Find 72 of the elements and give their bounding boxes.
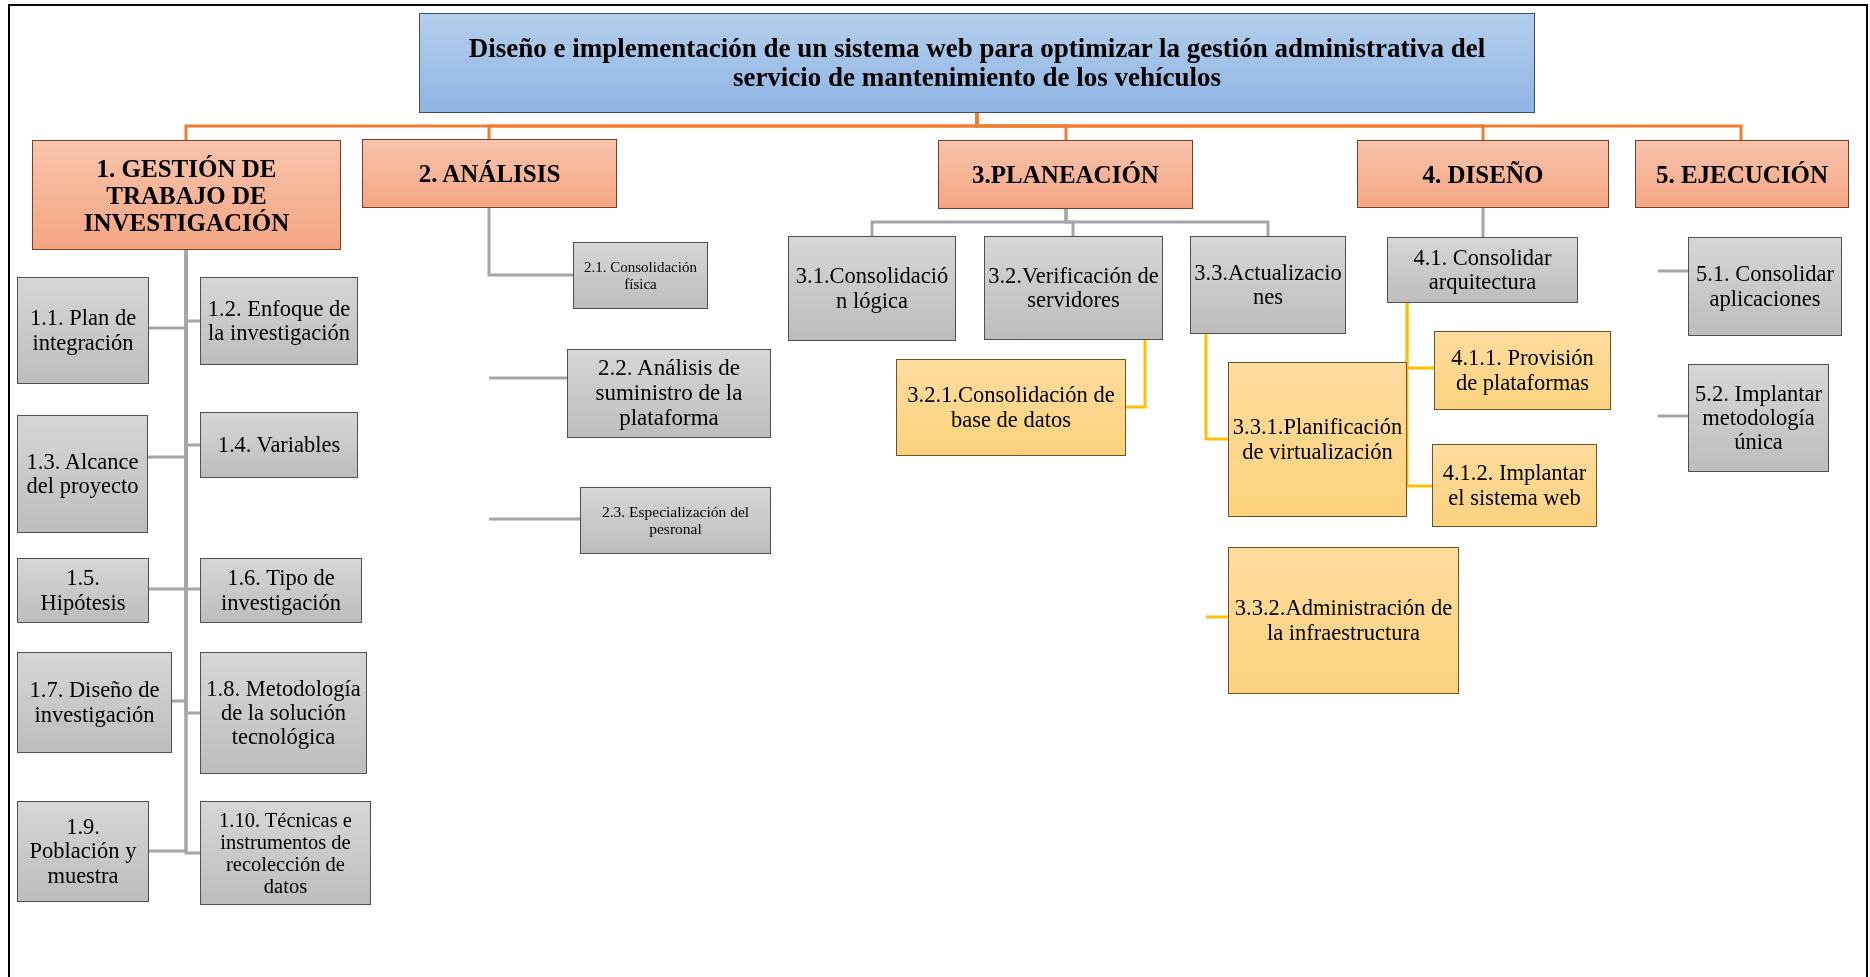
phase-box [1635,140,1849,208]
root-label: Diseño e implementación de un sistema web para optimizar la gestión administrativa del servicio de mantenimiento de los vehículos [467,33,1487,93]
phase-box [938,140,1193,209]
task-label: 4.1.1. Provisión de plataformas [1450,346,1595,395]
title-box [419,13,1535,113]
task-label: 3.1.Consolidación lógica [794,264,950,313]
phase-box [32,140,341,250]
connector-line [1064,209,1270,236]
task-label: 3.3.Actualizaciones [1194,260,1342,310]
task-label: 1.6. Tipo de investigación [220,566,342,615]
task-label: 3.2.1.Consolidación de base de datos [906,383,1116,432]
task-label: 2.2. Análisis de suministro de la plataforma [594,356,744,431]
connector-line [1204,334,1228,441]
task-label: 1.8. Metodología de la solución tecnológica [205,676,362,750]
task-label: 1.4. Variables [217,432,341,458]
connector-line [489,517,580,521]
connector-line [1658,414,1688,418]
task-box [1688,237,1842,336]
task-box [17,415,148,533]
subtask-box [1434,331,1611,410]
phase-box [1357,140,1609,208]
subtask-box [1228,362,1407,517]
task-label: 1.10. Técnicas e instrumentos de recolección de datos [218,808,353,898]
task-label: 5.1. Consolidar aplicaciones [1694,262,1836,311]
connector-line [1658,269,1688,273]
task-box [17,801,149,902]
task-label: 2.3. Especialización del pesronal [600,503,751,538]
task-box [17,652,172,753]
task-box [1190,236,1346,334]
task-label: 3.2.Verificación de servidores [988,263,1159,313]
task-box [573,242,708,309]
task-label: 1.3. Alcance del proyecto [25,449,140,499]
task-box [580,487,771,554]
connector-line [487,208,573,277]
phase-box [362,139,617,208]
task-box [1688,364,1829,472]
task-box [200,412,358,478]
task-box [788,236,956,341]
task-label: 2.1. Consolidación física [583,259,698,292]
connector-line [1126,340,1147,409]
subtask-box [1432,444,1597,527]
task-label: 1.2. Enfoque de la investigación [206,296,352,346]
task-box [1387,237,1578,303]
task-box [200,801,371,905]
task-label: 1.9. Población y muestra [28,815,138,888]
phase-label: 5. EJECUCIÓN [1655,160,1829,188]
subtask-box [1228,547,1459,694]
connector-line [1405,303,1432,488]
phase-label: 4. DISEÑO [1422,160,1544,188]
subtask-box [896,359,1126,456]
phase-label: 2. ANÁLISIS [418,160,561,187]
connector-line [975,113,1743,140]
task-label: 4.1.2. Implantar el sistema web [1441,461,1588,510]
task-box [200,558,362,623]
task-box [17,277,149,384]
task-label: 1.7. Diseño de investigación [28,678,161,727]
task-label: 3.3.2.Administración de la infraestructura [1233,596,1454,645]
connector-line [1481,208,1485,237]
task-label: 1.1. Plan de integración [28,306,138,355]
task-box [17,558,149,623]
task-label: 5.2. Implantar metodología única [1694,381,1823,455]
task-box [567,349,771,438]
task-label: 1.5. Hipótesis [39,566,127,615]
task-label: 4.1. Consolidar arquitectura [1412,245,1553,295]
task-label: 3.3.1.Planificación de virtualización [1232,415,1403,464]
task-box [200,652,367,774]
phase-label: 3.PLANEACIÓN [972,161,1159,188]
connector-line [489,376,567,380]
task-box [200,277,358,365]
phase-label: 1. GESTIÓN DE TRABAJO DE INVESTIGACIÓN [82,154,291,236]
task-box [984,236,1163,340]
connector-line [1206,615,1228,619]
